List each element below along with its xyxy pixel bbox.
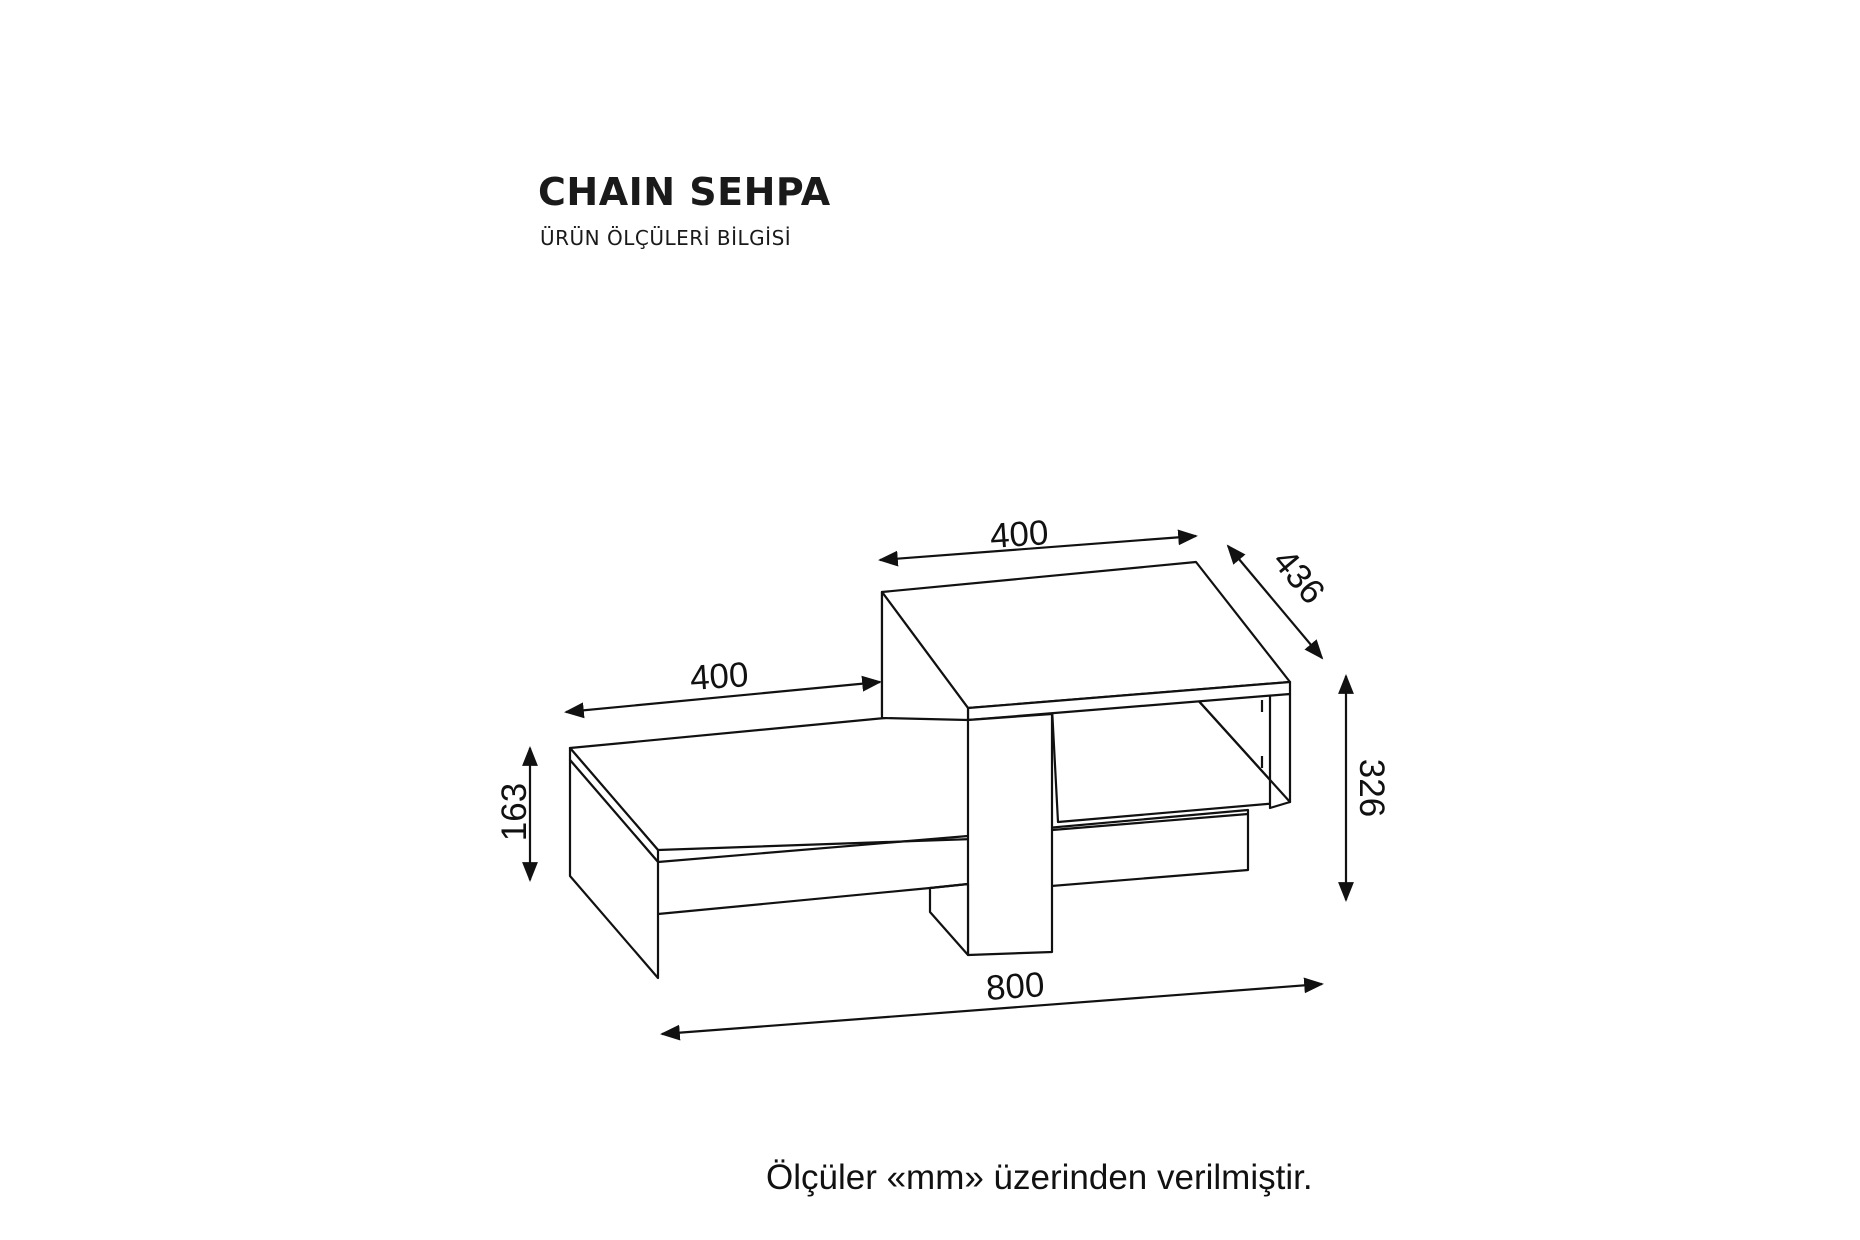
lower-back-line bbox=[657, 886, 931, 916]
units-footnote: Ölçüler «mm» üzerinden verilmiştir. bbox=[766, 1158, 1313, 1197]
dim-line-lower-width bbox=[564, 675, 882, 719]
upper-interior bbox=[1050, 696, 1292, 824]
foot-top bbox=[929, 882, 969, 890]
base-foot bbox=[928, 882, 970, 957]
dim-lower-height: 163 bbox=[495, 783, 534, 841]
dim-line-upper-width bbox=[878, 529, 1198, 567]
dim-upper-height: 326 bbox=[1352, 759, 1391, 817]
product-title: CHAIN SEHPA bbox=[538, 170, 831, 214]
dimension-lines bbox=[522, 529, 1354, 1041]
lower-front-bottom bbox=[657, 834, 969, 864]
dim-line-upper-depth bbox=[1226, 544, 1324, 660]
table-outline bbox=[568, 560, 1292, 980]
dim-lower-width: 400 bbox=[689, 655, 750, 698]
lower-front-right bbox=[1051, 812, 1249, 832]
product-subtitle: ÜRÜN ÖLÇÜLERİ BİLGİSİ bbox=[540, 226, 792, 250]
front-leg bbox=[966, 712, 1054, 957]
dim-total-width: 800 bbox=[985, 965, 1046, 1008]
dim-line-total-width bbox=[660, 977, 1324, 1041]
dim-upper-width: 400 bbox=[989, 513, 1050, 556]
upper-inner-edge bbox=[1195, 697, 1291, 803]
lower-left-panel bbox=[568, 758, 660, 980]
